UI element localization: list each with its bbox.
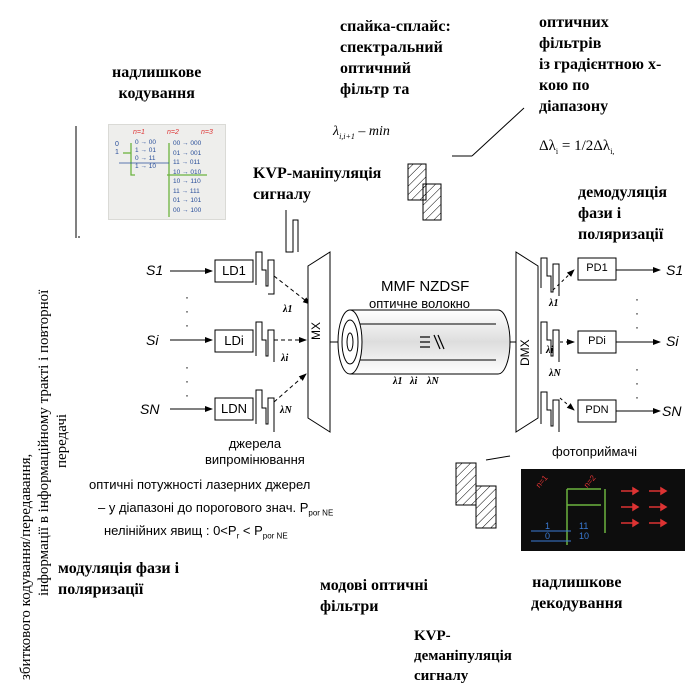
inset-c3-7: 00 → 100 xyxy=(173,206,202,214)
power-line-3: нелінійних явищ : 0<Pr < Ppor NE xyxy=(104,523,288,541)
inset-c2-2: 0 → 11 xyxy=(135,155,156,162)
splice-formula: λi,i+1 – min xyxy=(333,124,390,141)
input-sn: SN xyxy=(140,401,160,417)
output-dots-6: · xyxy=(635,390,639,404)
kvp-demanipulation-label: KVP- деманіпуляція сигналу xyxy=(414,628,512,684)
laser-label-n: LDN xyxy=(220,401,247,416)
power-line-2: – у діапазоні до порогового знач. Ppor N… xyxy=(98,500,333,518)
output-dots-4: · xyxy=(635,362,639,376)
inset-header-2: n=2 xyxy=(167,129,179,136)
inset-c3-6: 01 → 101 xyxy=(173,197,202,204)
lambda-right-i: λi xyxy=(546,345,554,356)
multiplexer xyxy=(307,251,331,433)
lambda-left-n: λN xyxy=(280,405,292,416)
excess-decoding-label: надлишкове декодування xyxy=(531,574,623,612)
input-dots-5: · xyxy=(185,374,189,388)
spectral-filter-1 xyxy=(407,163,427,201)
demodulation-label: демодуляція фази і поляризації xyxy=(578,184,668,243)
input-s1: S1 xyxy=(146,262,164,278)
inset-c2-0: 0 → 00 xyxy=(135,139,156,146)
decoding-c1-0: 1 xyxy=(545,521,551,531)
mode-filters-label: модові оптичні фільтри xyxy=(320,577,428,615)
spectral-filter-2 xyxy=(422,183,442,221)
power-line-3-text: нелінійних явищ : 0<P xyxy=(104,523,237,538)
inset-c3-3: 10 → 010 xyxy=(173,168,202,176)
input-dots-2: · xyxy=(185,304,189,318)
kvp-pulse-top xyxy=(285,210,299,253)
output-s1: S1 xyxy=(666,262,684,278)
power-sub-1: por NE xyxy=(308,508,334,518)
dmx-label: DMX xyxy=(518,339,532,366)
inset-c3-1: 01 → 001 xyxy=(173,149,202,157)
inset-c3-4: 10 → 110 xyxy=(173,178,201,185)
inset-c2-1: 1 → 01 xyxy=(135,147,156,154)
fiber-core-marks xyxy=(420,334,445,350)
fiber-title: MMF NZDSF xyxy=(381,278,470,295)
decoding-tree-lines xyxy=(531,486,668,545)
laser-label-1: LD1 xyxy=(222,263,246,278)
output-si: Si xyxy=(666,333,679,349)
laser-ldi xyxy=(214,329,254,353)
inset-c3-0: 00 → 000 xyxy=(173,140,202,147)
laser-label-i: LDi xyxy=(224,333,244,348)
laser-ld1 xyxy=(214,259,254,283)
lambda-right-1: λ1 xyxy=(549,298,559,309)
coding-tree-lines xyxy=(119,143,207,217)
decoding-c2-1: 10 xyxy=(579,531,590,541)
excess-coding-label: надлишкове кодування xyxy=(112,64,202,102)
detector-label-n: PDN xyxy=(585,404,609,416)
detector-pd1 xyxy=(577,257,617,281)
delta-formula: Δλi = 1/2Δλi, xyxy=(539,138,615,156)
output-dots-5: · xyxy=(635,376,639,390)
lambda-left-i: λi xyxy=(281,353,289,364)
power-line-3b-text: < P xyxy=(239,523,263,538)
inset-c2-3: 1 → 10 xyxy=(135,163,156,170)
inset-header-3: n=3 xyxy=(201,129,213,136)
power-line-1: оптичні потужності лазерних джерел xyxy=(89,477,311,492)
decoding-c2-0: 11 xyxy=(579,521,589,531)
inset-c3-2: 11 → 011 xyxy=(173,159,201,166)
splice-label: спайка-сплайс: спектральний оптичний філ… xyxy=(340,18,451,98)
mx-label: MX xyxy=(309,322,323,340)
laser-ldn xyxy=(214,397,254,421)
photodetectors-caption: фотоприймачі xyxy=(552,444,638,459)
lambda-fiber-1: λ1 xyxy=(393,376,403,387)
sources-caption: джерела випромінювання xyxy=(205,436,305,467)
modulation-label: модуляція фази і поляризації xyxy=(58,560,180,598)
power-sub-2: por NE xyxy=(262,531,288,541)
inset-c1-0: 0 xyxy=(115,141,119,148)
input-dots-4: · xyxy=(185,360,189,374)
input-dots-1: · xyxy=(185,290,189,304)
inset-header-1: n=1 xyxy=(133,129,145,136)
decoding-inset: n=1 n=2 11 10 1 0 xyxy=(521,469,685,551)
power-line-2-text: – у діапазоні до порогового знач. P xyxy=(98,500,309,515)
filters-gradient-label: оптичних фільтрів із градієнтною х- кою … xyxy=(539,14,662,115)
decoding-c1-1: 0 xyxy=(545,531,551,541)
kvp-manipulation-label: KVP-маніпуляція сигналу xyxy=(253,165,382,203)
lambda-fiber-i: λi xyxy=(410,376,418,387)
power-sub-r: r xyxy=(236,531,240,541)
coding-inset: n=1 n=2 n=3 0 1 0 → 00 1 → 01 0 → 11 1 →… xyxy=(108,124,226,220)
demultiplexer xyxy=(515,251,539,433)
output-dots-1: · xyxy=(635,292,639,306)
inset-c3-5: 11 → 111 xyxy=(173,187,200,195)
detector-label-1: PD1 xyxy=(586,262,608,274)
output-dots-2: · xyxy=(635,306,639,320)
input-si: Si xyxy=(146,332,159,348)
output-sn: SN xyxy=(662,403,682,419)
input-dots-3: · xyxy=(185,318,189,332)
fiber-subtitle: оптичне волокно xyxy=(369,296,471,311)
mode-filter-1 xyxy=(455,462,477,506)
detector-label-i: PDi xyxy=(588,335,606,347)
output-dots-3: · xyxy=(635,320,639,334)
lambda-fiber-n: λN xyxy=(427,376,439,387)
lambda-left-1: λ1 xyxy=(283,304,293,315)
lambda-right-n: λN xyxy=(549,368,561,379)
inset-c1-1: 1 xyxy=(115,149,119,156)
input-dots-6: · xyxy=(185,388,189,402)
mode-filter-2 xyxy=(475,485,497,529)
